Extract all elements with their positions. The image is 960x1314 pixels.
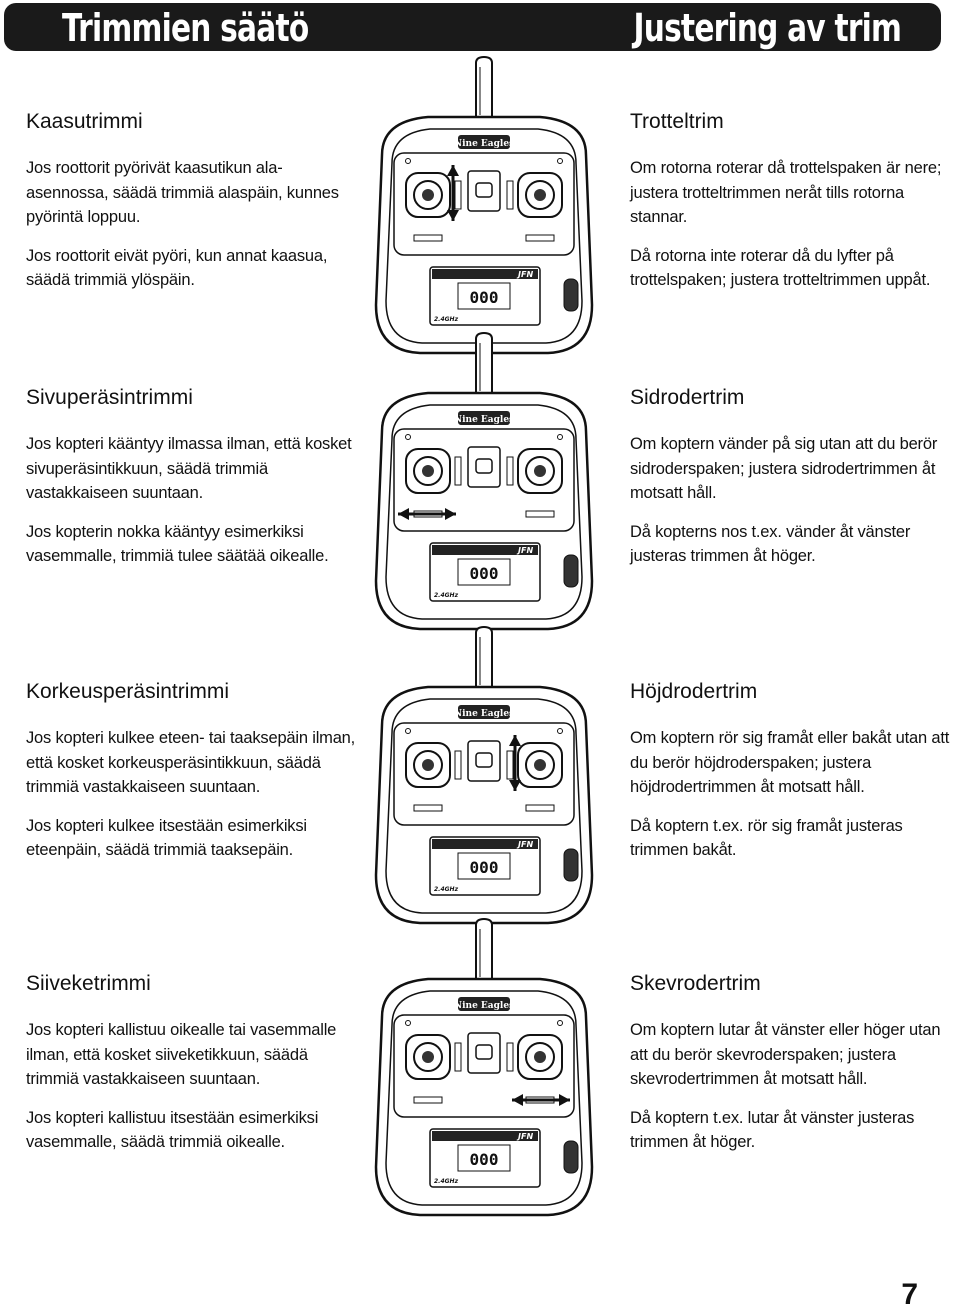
transmitter-illustration: Nine Eagles JFN 000 2.4GHz bbox=[374, 625, 594, 925]
logo-label: JFN bbox=[516, 1132, 533, 1141]
swedish-column: Skevrodertrim Om koptern lutar åt vänster… bbox=[630, 972, 960, 1169]
paragraph-finnish: Jos kopteri kallistuu itsestään esimerki… bbox=[26, 1108, 319, 1152]
paragraph-finnish: Jos kopteri kääntyy ilmassa ilman, että … bbox=[26, 435, 352, 502]
section-heading-swedish: Skevrodertrim bbox=[630, 972, 761, 995]
transmitter-illustration: Nine Eagles JFN 000 2.4GHz bbox=[374, 55, 594, 355]
brand-label: Nine Eagles bbox=[454, 139, 514, 149]
paragraph-swedish: Då koptern t.ex. lutar åt vänster juster… bbox=[630, 1108, 915, 1152]
section-heading-finnish: Siiveketrimmi bbox=[26, 972, 151, 995]
paragraph-finnish: Jos roottorit pyörivät kaasutikun ala-as… bbox=[26, 159, 339, 226]
section-heading-finnish: Kaasutrimmi bbox=[26, 110, 143, 133]
paragraph-finnish: Jos kopteri kulkee itsestään esimerkiksi… bbox=[26, 816, 307, 860]
paragraph-swedish: Då kopterns nos t.ex. vänder åt vänster … bbox=[630, 522, 911, 566]
paragraph-finnish: Jos roottorit eivät pyöri, kun annat kaa… bbox=[26, 246, 328, 290]
trim-direction-arrow bbox=[512, 1094, 570, 1106]
transmitter-illustration: Nine Eagles JFN 000 2.4GHz bbox=[374, 917, 594, 1217]
paragraph-swedish: Om koptern vänder på sig utan att du ber… bbox=[630, 435, 938, 502]
trim-direction-arrow bbox=[509, 735, 521, 791]
swedish-column: Trotteltrim Om rotorna roterar då trottel… bbox=[630, 110, 960, 307]
transmitter-illustration: Nine Eagles JFN 000 2.4GHz bbox=[374, 331, 594, 631]
paragraph-swedish: Om rotorna roterar då trottelspaken är n… bbox=[630, 159, 942, 226]
paragraph-finnish: Jos kopteri kallistuu oikealle tai vasem… bbox=[26, 1021, 337, 1088]
swedish-column: Sidrodertrim Om koptern vänder på sig uta… bbox=[630, 386, 960, 583]
paragraph-finnish: Jos kopteri kulkee eteen- tai taaksepäin… bbox=[26, 729, 356, 796]
section-heading-finnish: Sivuperäsintrimmi bbox=[26, 386, 193, 409]
section-heading-swedish: Trotteltrim bbox=[630, 110, 724, 133]
paragraph-swedish: Då rotorna inte roterar då du lyfter på … bbox=[630, 246, 931, 290]
band-label: 2.4GHz bbox=[434, 592, 459, 599]
swedish-column: Höjdrodertrim Om koptern rör sig framåt e… bbox=[630, 680, 960, 877]
brand-label: Nine Eagles bbox=[454, 1001, 514, 1011]
brand-label: Nine Eagles bbox=[454, 709, 514, 719]
logo-label: JFN bbox=[516, 840, 533, 849]
lcd-readout: 000 bbox=[470, 858, 499, 877]
section-heading-swedish: Höjdrodertrim bbox=[630, 680, 758, 703]
paragraph-swedish: Om koptern lutar åt vänster eller höger … bbox=[630, 1021, 941, 1088]
band-label: 2.4GHz bbox=[434, 1178, 459, 1185]
band-label: 2.4GHz bbox=[434, 316, 459, 323]
band-label: 2.4GHz bbox=[434, 886, 459, 893]
section-heading-finnish: Korkeusperäsintrimmi bbox=[26, 680, 230, 703]
logo-label: JFN bbox=[516, 546, 533, 555]
trim-direction-arrow bbox=[447, 165, 459, 221]
paragraph-finnish: Jos kopterin nokka kääntyy esimerkiksi v… bbox=[26, 522, 329, 566]
page-number: 7 bbox=[901, 1278, 918, 1311]
paragraph-swedish: Då koptern t.ex. rör sig framåt justeras… bbox=[630, 816, 903, 860]
header-title-swedish: Justering av trim bbox=[633, 6, 901, 50]
section-heading-swedish: Sidrodertrim bbox=[630, 386, 745, 409]
trim-direction-arrow bbox=[398, 508, 456, 520]
brand-label: Nine Eagles bbox=[454, 415, 514, 425]
page-header: Trimmien säätö Justering av trim bbox=[4, 3, 941, 51]
header-title-finnish: Trimmien säätö bbox=[62, 6, 309, 50]
lcd-readout: 000 bbox=[470, 1150, 499, 1169]
lcd-readout: 000 bbox=[470, 288, 499, 307]
paragraph-swedish: Om koptern rör sig framåt eller bakåt ut… bbox=[630, 729, 950, 796]
logo-label: JFN bbox=[516, 270, 533, 279]
lcd-readout: 000 bbox=[470, 564, 499, 583]
